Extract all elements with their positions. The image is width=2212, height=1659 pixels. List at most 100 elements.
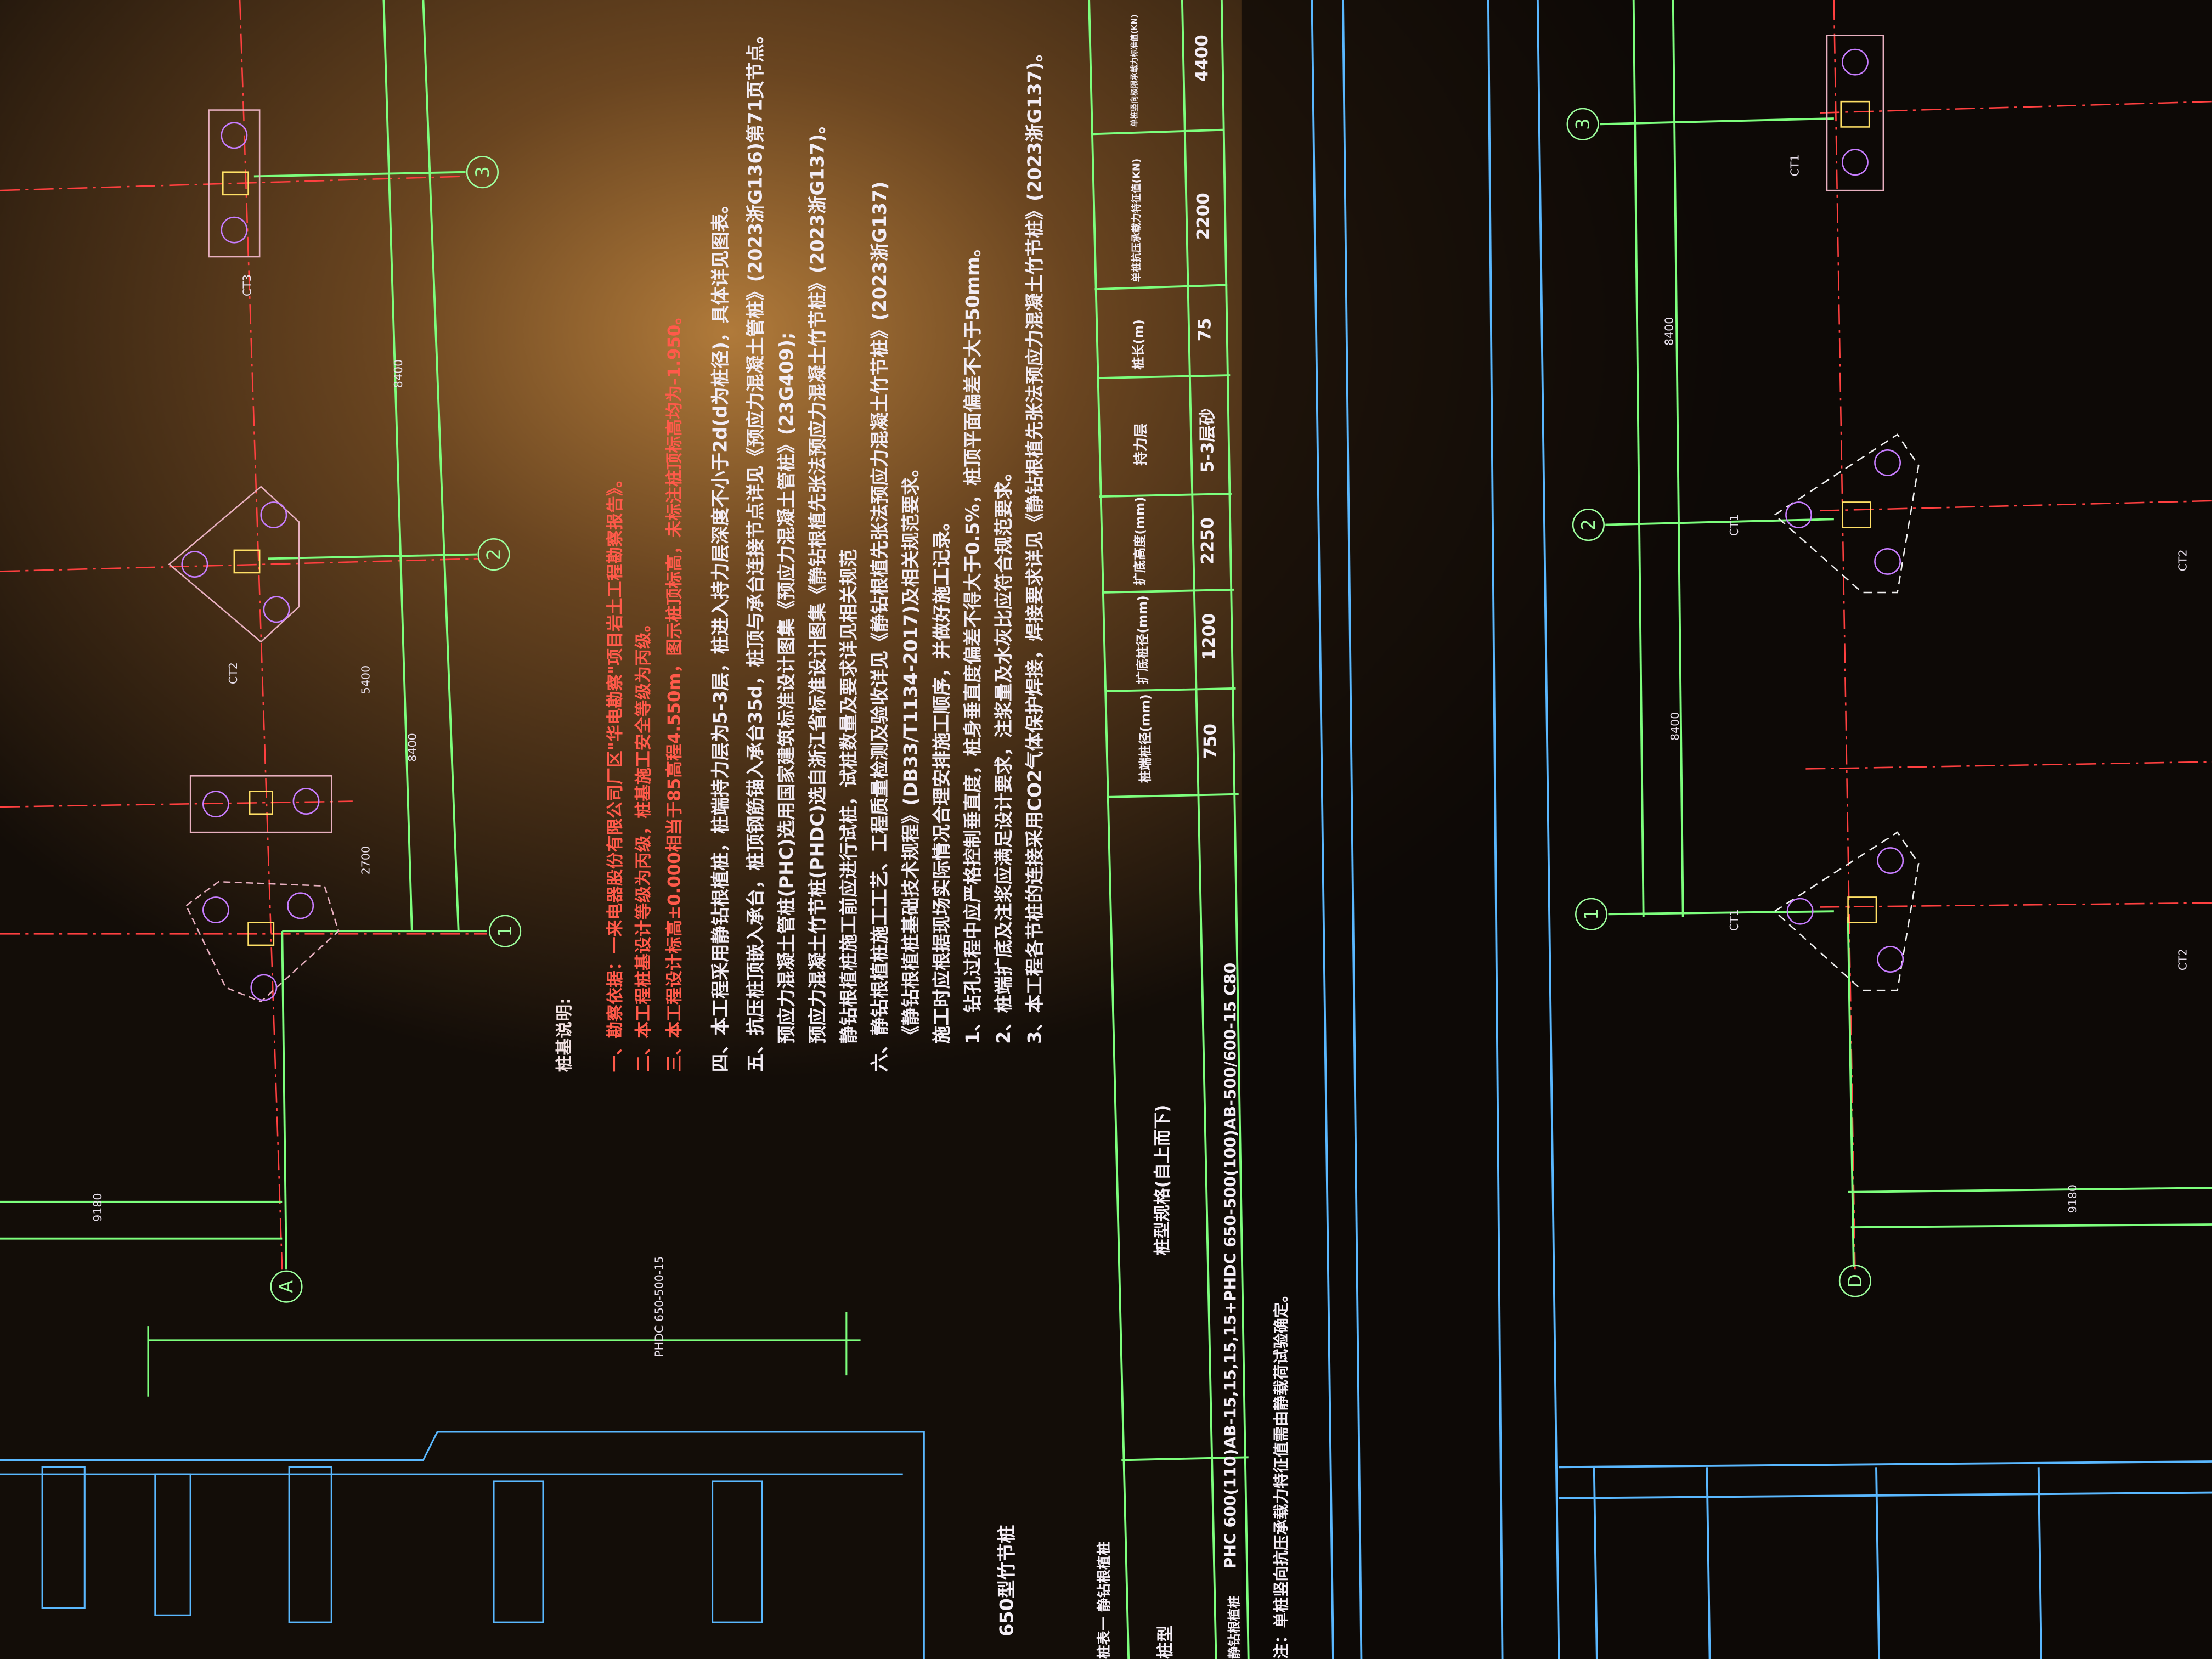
column-icon: [233, 549, 261, 574]
pile-icon: [292, 788, 320, 815]
note-line: 2、桩端扩底及注浆应满足设计要求，注浆量及水灰比应符合规范要求。: [993, 463, 1014, 1044]
pile-cap-dashed: [185, 881, 340, 1003]
column-icon: [1842, 501, 1872, 529]
note-line: 3、本工程各节桩的连接采用CO2气体保护焊接，焊接要求详见《静钻根植先张法预应力…: [1024, 43, 1046, 1043]
notes-title: 桩基说明:: [555, 998, 574, 1073]
axis-bubble: [1566, 108, 1599, 140]
axis-bubble: [1572, 509, 1605, 541]
pile-icon: [1785, 501, 1813, 529]
cap-label: CT2: [2176, 949, 2190, 970]
cap-label: CT1: [1728, 909, 1741, 931]
note-line: 1、钻孔过程中应严格控制垂直度，桩身垂直度偏差不得大于0.5%，桩顶平面偏差不大…: [962, 239, 984, 1044]
axis-bubble: [1838, 1265, 1871, 1297]
dimension-label: 2700: [359, 846, 373, 874]
pile-elevation: [0, 1431, 925, 1659]
note-line: 五、抗压桩顶嵌入承台，桩顶钢筋锚入承台35d，桩顶与承台连接节点详见《预应力混凝…: [745, 26, 766, 1073]
right-foundation-plan: 3 2 1 D 8400 8400 9180 CT1 CT1 CT1 CT2 C…: [1566, 0, 2212, 1297]
dimension-label: 9180: [2066, 1184, 2079, 1213]
section-label: PHDC 650-500-15: [653, 1256, 666, 1357]
axis-label: 3: [472, 166, 493, 178]
note-line: 四、本工程采用静钻根植桩，桩端持力层为5-3层，桩进入持力层深度不小于2d(d为…: [709, 195, 731, 1072]
note-line: 二、本工程桩基设计等级为丙级，桩基施工安全等级为丙级。: [634, 616, 653, 1073]
note-line: 预应力混凝土竹节桩(PHDC)选自浙江省标准设计图集《静钻根植先张法预应力混凝土…: [807, 116, 828, 1044]
dimension-label: 8400: [392, 359, 405, 388]
table-cell: 750: [1201, 724, 1221, 759]
left-foundation-plan: 3 2 1 A 8400 8400 5400 2700 9180 CT3 CT2: [0, 0, 522, 1303]
table-header: 桩型 桩型规格(自上而下) 桩端桩径(mm) 扩底桩径(mm) 扩底高度(mm)…: [1130, 14, 1176, 1659]
table-caption: 桩表一 静钻根植桩: [1096, 1541, 1113, 1659]
axis-bubbles: 3 2 1 D: [1566, 108, 1871, 1297]
note-line: 六、静钻根植桩施工工艺、工程质量检测及验收详见《静钻根植先张法预应力混凝土竹节桩…: [869, 182, 890, 1073]
pile-icon: [250, 974, 278, 1001]
table-cell-spec: PHC 600(110)AB-15,15,15,15+PHDC 650-500(…: [1222, 963, 1240, 1569]
axis-label: 2: [483, 549, 505, 560]
dimension-label: 8400: [1668, 712, 1681, 741]
pile-icon: [221, 216, 248, 244]
table-header-cell: 桩型规格(自上而下): [1153, 1105, 1172, 1256]
column-icon: [1840, 100, 1870, 128]
dimension-label: 5400: [359, 665, 373, 694]
cap-label: CT1: [1728, 514, 1741, 536]
pile-table: 桩型 桩型规格(自上而下) 桩端桩径(mm) 扩底桩径(mm) 扩底高度(mm)…: [1088, 0, 1290, 1659]
drawing-frame-lines: [1311, 0, 2212, 1659]
pile-icon: [1786, 898, 1814, 925]
axis-label: D: [1844, 1274, 1866, 1288]
axis-bubble: [489, 915, 522, 947]
cap-label: CT3: [241, 274, 254, 296]
table-header-cell: 桩端桩径(mm): [1138, 694, 1153, 783]
table-cell: 1200: [1199, 613, 1219, 661]
pile-caps: [168, 109, 340, 1003]
pile-cap-three-line: [189, 775, 332, 833]
pile-icon: [287, 892, 314, 919]
dimension-label: 8400: [1663, 317, 1676, 346]
axis-bubble: [477, 538, 510, 571]
table-cell: 75: [1195, 318, 1215, 341]
axis-bubbles: 3 2 1 A: [270, 156, 522, 1303]
dimension-label: 9180: [91, 1193, 104, 1222]
pile-foundation-notes: 桩基说明: 一、勘察依据：一来电器股份有限公司厂区"华电勘察"项目岩土工程勘察报…: [555, 26, 1046, 1073]
pile-cap-two: [208, 109, 261, 258]
pile-icon: [260, 501, 287, 529]
axis-bubble: [466, 156, 499, 189]
table-note: 注：单桩竖向抗压承载力特征值需由静载荷试验确定。: [1272, 1287, 1290, 1659]
note-line: 预应力混凝土管桩(PHC)选用国家建筑标准设计图集《预应力混凝土管桩》(23G4…: [776, 332, 797, 1044]
pile-icon: [1877, 946, 1904, 973]
pile-icon: [1874, 449, 1901, 476]
table-header-cell: 扩底桩径(mm): [1136, 595, 1150, 684]
pile-cap-dashed: [1773, 831, 1920, 991]
pile-icon: [181, 551, 208, 578]
note-line: 一、勘察依据：一来电器股份有限公司厂区"华电勘察"项目岩土工程勘察报告》。: [605, 471, 625, 1072]
dimension-label: 8400: [406, 733, 419, 761]
pile-caps: [1773, 35, 1920, 991]
pile-icon: [1877, 847, 1904, 874]
table-header-cell: 单桩抗压承载力特征值(KN): [1131, 159, 1143, 282]
pile-icon: [202, 791, 229, 818]
column-icon: [249, 791, 273, 815]
table-header-cell: 单桩竖向极限承载力标准值(KN): [1130, 14, 1139, 127]
dimension-lines: [147, 1312, 861, 1397]
green-grid-lines: [1599, 0, 2212, 1267]
cap-label: CT2: [227, 662, 240, 684]
table-header-cell: 扩底高度(mm): [1132, 496, 1147, 585]
detail-title: 650型竹节桩: [996, 1525, 1017, 1636]
pile-icon: [263, 596, 290, 623]
table-cell: 2200: [1194, 193, 1214, 240]
table-header-cell: 持力层: [1133, 423, 1149, 465]
dark-right-area: [1241, 0, 2212, 1659]
dimension-labels: 8400 8400 5400 2700 9180 CT3 CT2: [91, 274, 419, 1222]
column-icon: [1847, 896, 1877, 923]
table-lines: [1088, 0, 1250, 1659]
cap-label: CT1: [1788, 154, 1802, 176]
table-cell: 2250: [1198, 517, 1217, 565]
table-row: 静钻根植桩 PHC 600(110)AB-15,15,15,15+PHDC 65…: [1192, 35, 1242, 1659]
cap-label: CT2: [2176, 549, 2190, 571]
column-icon: [247, 922, 275, 946]
table-cell: 5-3层砂: [1198, 408, 1217, 473]
dimension-labels: 8400 8400 9180 CT1 CT1 CT1 CT2 CT2: [1663, 154, 2190, 1213]
pile-icon: [202, 896, 229, 923]
green-grid-lines: [0, 0, 487, 1270]
column-icon: [222, 171, 249, 196]
axis-label: 1: [494, 926, 516, 937]
bamboo-pile-detail: PHDC 650-500-15 650型竹节桩: [0, 1256, 1017, 1659]
